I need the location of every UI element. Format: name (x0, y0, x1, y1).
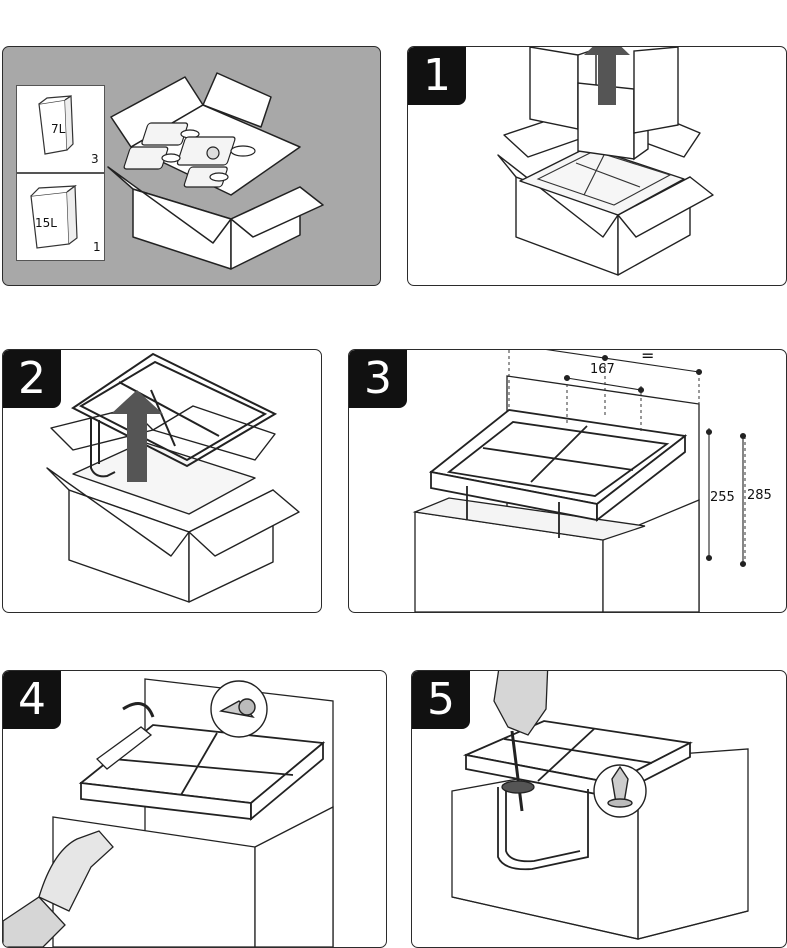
tighten-frame-screws-illustration (451, 671, 749, 940)
large-bin-volume: 15L (35, 216, 57, 230)
up-arrow-icon (598, 51, 616, 105)
screw-detail-icon (210, 680, 268, 738)
inner-height-dimension: 255 (710, 490, 735, 505)
small-bin-icon (38, 94, 74, 155)
step-4-panel: 4 (2, 670, 387, 948)
screw-frame-to-cabinet-illustration (3, 678, 334, 947)
outer-height-dimension: 285 (747, 488, 772, 503)
step-1-badge: 1 (408, 47, 466, 105)
step-3-panel: 3 = = 167 255 285 (348, 349, 787, 613)
step-1-panel: 1 (407, 46, 787, 286)
step-2-badge: 2 (3, 350, 61, 408)
up-arrow-icon (127, 410, 147, 482)
small-bin-volume: 7L (51, 122, 66, 136)
small-bin-quantity: 3 (91, 152, 99, 166)
large-bin-quantity: 1 (93, 240, 101, 254)
step-5-badge: 5 (412, 671, 470, 729)
step-4-badge: 4 (3, 671, 61, 729)
frame-positioning-measurements-illustration (412, 350, 747, 612)
equal-spacing-left-label: = (549, 350, 562, 353)
lift-frame-out-of-box-illustration (46, 352, 300, 603)
step-5-panel: 5 (411, 670, 787, 948)
lift-bins-out-of-box-illustration (497, 47, 714, 276)
step-2-panel: 2 (2, 349, 322, 613)
screw-detail-icon (593, 764, 647, 818)
small-bin-card: 7L 3 (16, 85, 105, 173)
equal-spacing-right-label: = (641, 349, 655, 365)
large-bin-card: 15L 1 (16, 173, 105, 261)
large-bin-icon (30, 184, 78, 249)
contents-panel: 7L 3 15L 1 (2, 46, 381, 286)
step-3-badge: 3 (349, 350, 407, 408)
center-spacing-dimension: 167 (590, 362, 615, 377)
